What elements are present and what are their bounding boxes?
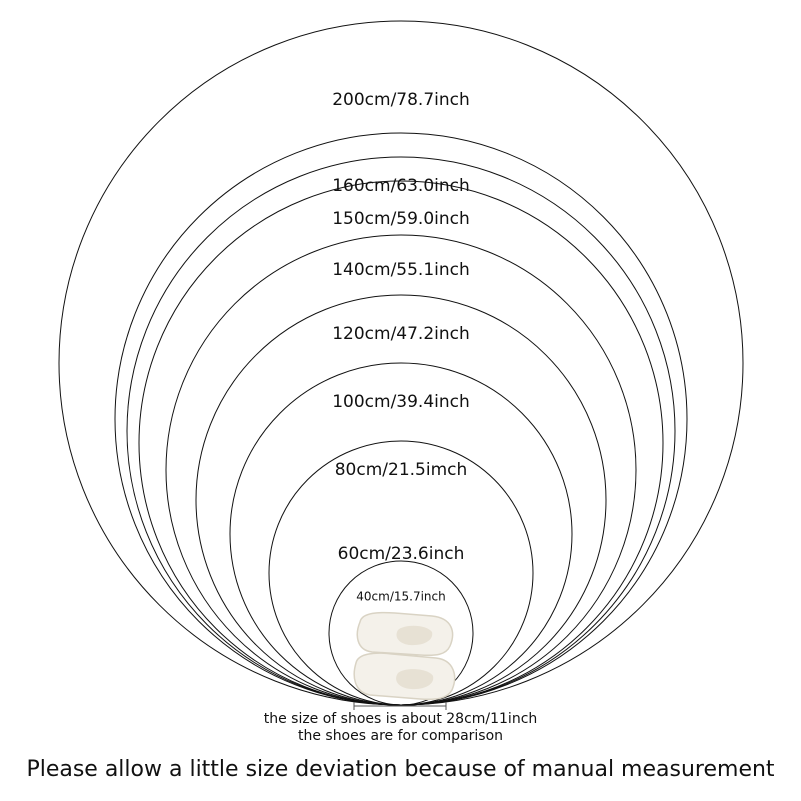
circle-label-160cm: 160cm/63.0inch (332, 176, 470, 196)
circle-label-60cm: 60cm/23.6inch (338, 544, 465, 564)
circle-label-40cm: 40cm/15.7inch (356, 590, 445, 604)
shoe-size-note: the size of shoes is about 28cm/11inch (263, 711, 538, 727)
slipper-back-opening (396, 625, 433, 646)
ring-group: 200cm/78.7inch 160cm/63.0inch 150cm/59.0in… (58, 20, 744, 706)
circle-label-80cm: 80cm/21.5imch (335, 460, 468, 480)
circle-label-140cm: 140cm/55.1inch (332, 260, 470, 280)
slipper-front-opening (396, 669, 434, 690)
circle-label-120cm: 120cm/47.2inch (332, 324, 470, 344)
circle-40cm (328, 560, 474, 706)
slippers-image (353, 611, 456, 701)
deviation-footer: Please allow a little size deviation bec… (26, 757, 775, 782)
circle-label-150cm: 150cm/59.0inch (332, 209, 470, 229)
circle-label-200cm: 200cm/78.7inch (332, 90, 470, 110)
circle-label-100cm: 100cm/39.4inch (332, 392, 470, 412)
measure-bracket (353, 702, 447, 710)
comparison-note: the shoes are for comparison (297, 728, 504, 744)
